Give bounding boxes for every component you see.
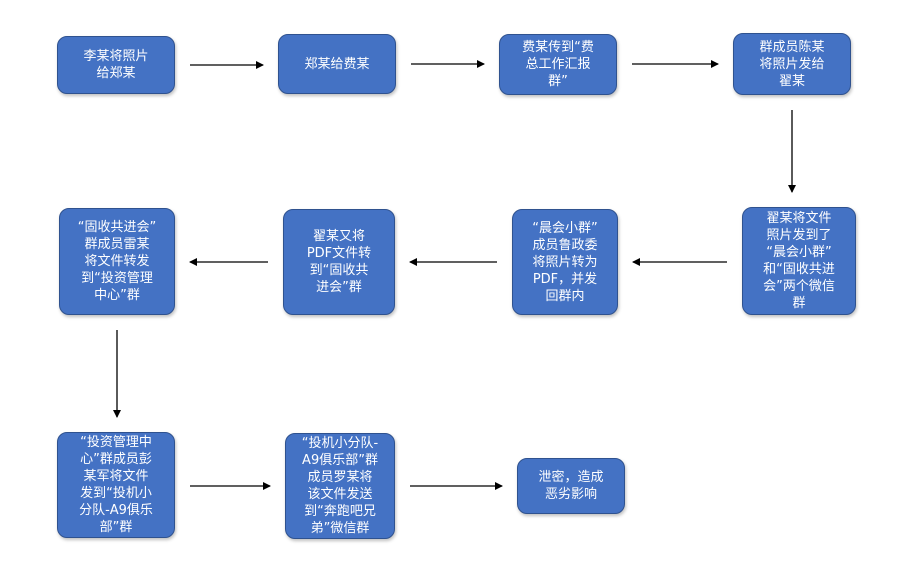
flow-node-zheng-gives-fei: 郑某给费某: [278, 34, 396, 94]
flow-node-label: “投资管理中 心”群成员彭 某军将文件 发到“投机小 分队-A9俱乐 部”群: [79, 435, 153, 535]
flow-node-zhai-forwards-pdf: 翟某又将 PDF文件转 到“固收共 进会”群: [283, 209, 395, 315]
flow-node-label: “固收共进会” 群成员雷某 将文件转发 到“投资管理 中心”群: [77, 220, 157, 303]
flow-node-label: 费某传到“费 总工作汇报 群”: [522, 40, 594, 89]
flow-node-zhai-posts-two-groups: 翟某将文件 照片发到了 “晨会小群” 和“固收共进 会”两个微信 群: [742, 207, 856, 315]
flow-node-luo-forwards: “投机小分队- A9俱乐部”群 成员罗某将 该文件发送 到“奔跑吧兄 弟”微信群: [285, 433, 395, 539]
flow-node-label: 泄密，造成 恶劣影响: [538, 470, 604, 502]
flow-node-label: 郑某给费某: [304, 56, 370, 72]
flow-node-label: “晨会小群” 成员鲁政委 将照片转为 PDF，并发 回群内: [532, 220, 598, 304]
flow-node-fei-posts-report-group: 费某传到“费 总工作汇报 群”: [499, 34, 617, 95]
flow-node-leak-outcome: 泄密，造成 恶劣影响: [517, 458, 625, 514]
flow-node-label: “投机小分队- A9俱乐部”群 成员罗某将 该文件发送 到“奔跑吧兄 弟”微信群: [301, 436, 379, 536]
flow-node-label: 群成员陈某 将照片发给 翟某: [759, 39, 825, 89]
flow-node-label: 翟某又将 PDF文件转 到“固收共 进会”群: [306, 229, 372, 295]
flow-node-li-gives-zheng: 李某将照片 给郑某: [57, 36, 175, 94]
flow-node-peng-forwards: “投资管理中 心”群成员彭 某军将文件 发到“投机小 分队-A9俱乐 部”群: [57, 432, 175, 538]
flow-node-label: 李某将照片 给郑某: [83, 49, 149, 81]
flow-node-lei-forwards: “固收共进会” 群成员雷某 将文件转发 到“投资管理 中心”群: [59, 208, 175, 315]
flow-node-label: 翟某将文件 照片发到了 “晨会小群” 和“固收共进 会”两个微信 群: [763, 211, 835, 311]
flow-node-chen-sends-to-zhai: 群成员陈某 将照片发给 翟某: [733, 33, 851, 95]
flow-node-lu-converts-pdf: “晨会小群” 成员鲁政委 将照片转为 PDF，并发 回群内: [512, 209, 618, 315]
